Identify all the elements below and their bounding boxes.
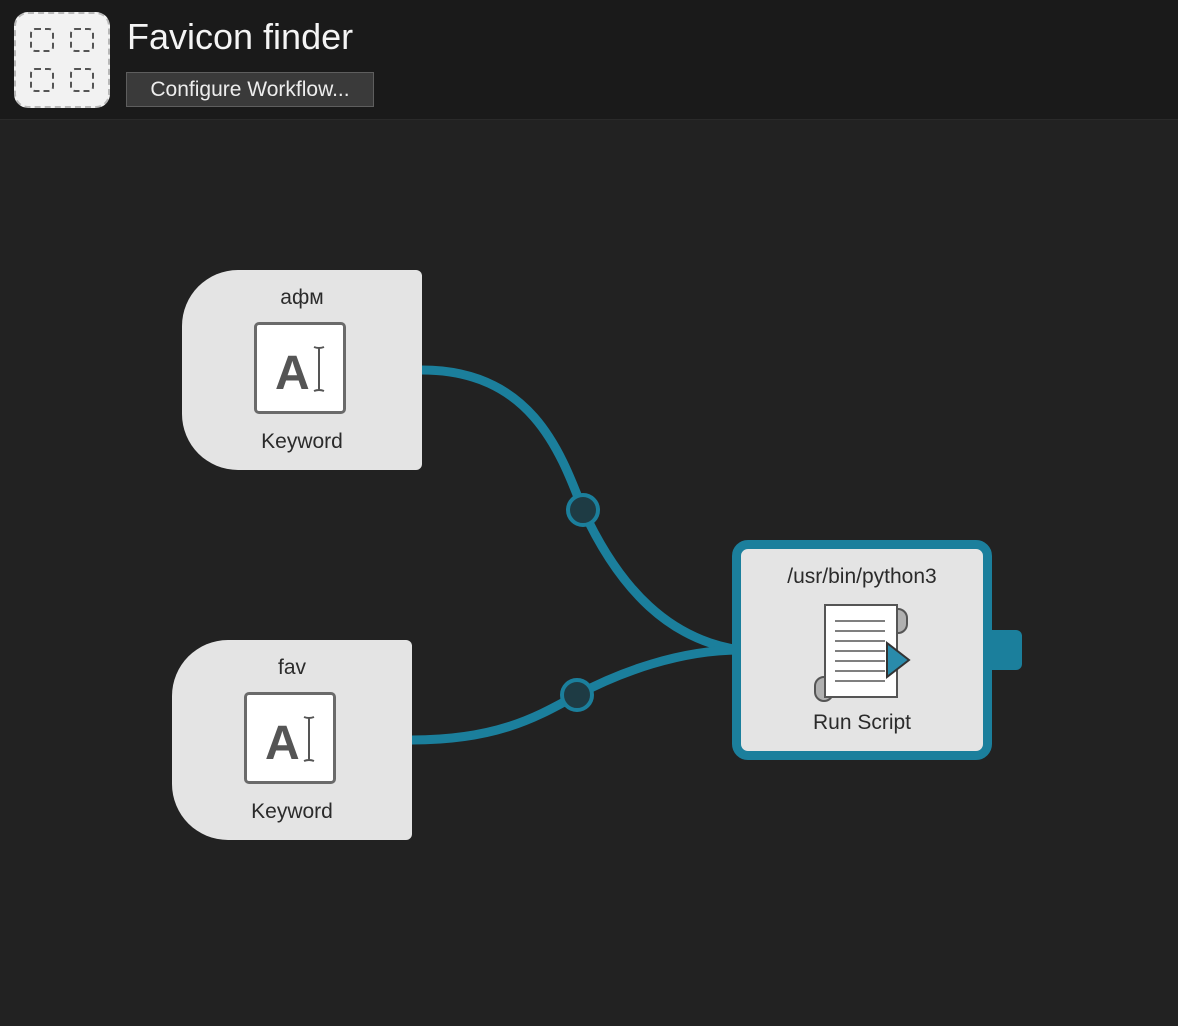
script-output-handle[interactable] [990, 630, 1022, 670]
run-script-node[interactable]: /usr/bin/python3 Run Script [732, 540, 992, 760]
grid-cell-icon [30, 28, 54, 52]
keyword-node-afm[interactable]: афм A Keyword [182, 270, 422, 470]
configure-workflow-button[interactable]: Configure Workflow... [126, 72, 374, 107]
grid-cell-icon [70, 68, 94, 92]
node-title: fav [277, 656, 306, 679]
node-label: Run Script [812, 711, 912, 734]
workflow-grid-icon[interactable] [14, 12, 110, 108]
workflow-title: Favicon finder [127, 16, 354, 57]
keyword-text-icon: A [254, 322, 346, 414]
connection-knob-1[interactable] [566, 493, 600, 527]
grid-cell-icon [70, 28, 94, 52]
node-label: Keyword [261, 430, 343, 453]
keyword-text-icon: A [244, 692, 336, 784]
svg-text:A: A [265, 717, 300, 770]
node-label: Keyword [251, 800, 333, 823]
script-document-icon [811, 593, 911, 703]
node-title: /usr/bin/python3 [787, 565, 937, 588]
workflow-header: Favicon finder Configure Workflow... [0, 0, 1178, 120]
grid-cell-icon [30, 68, 54, 92]
keyword-node-fav[interactable]: fav A Keyword [172, 640, 412, 840]
node-title: афм [280, 286, 324, 309]
connection-knob-2[interactable] [560, 678, 594, 712]
svg-text:A: A [275, 347, 310, 400]
